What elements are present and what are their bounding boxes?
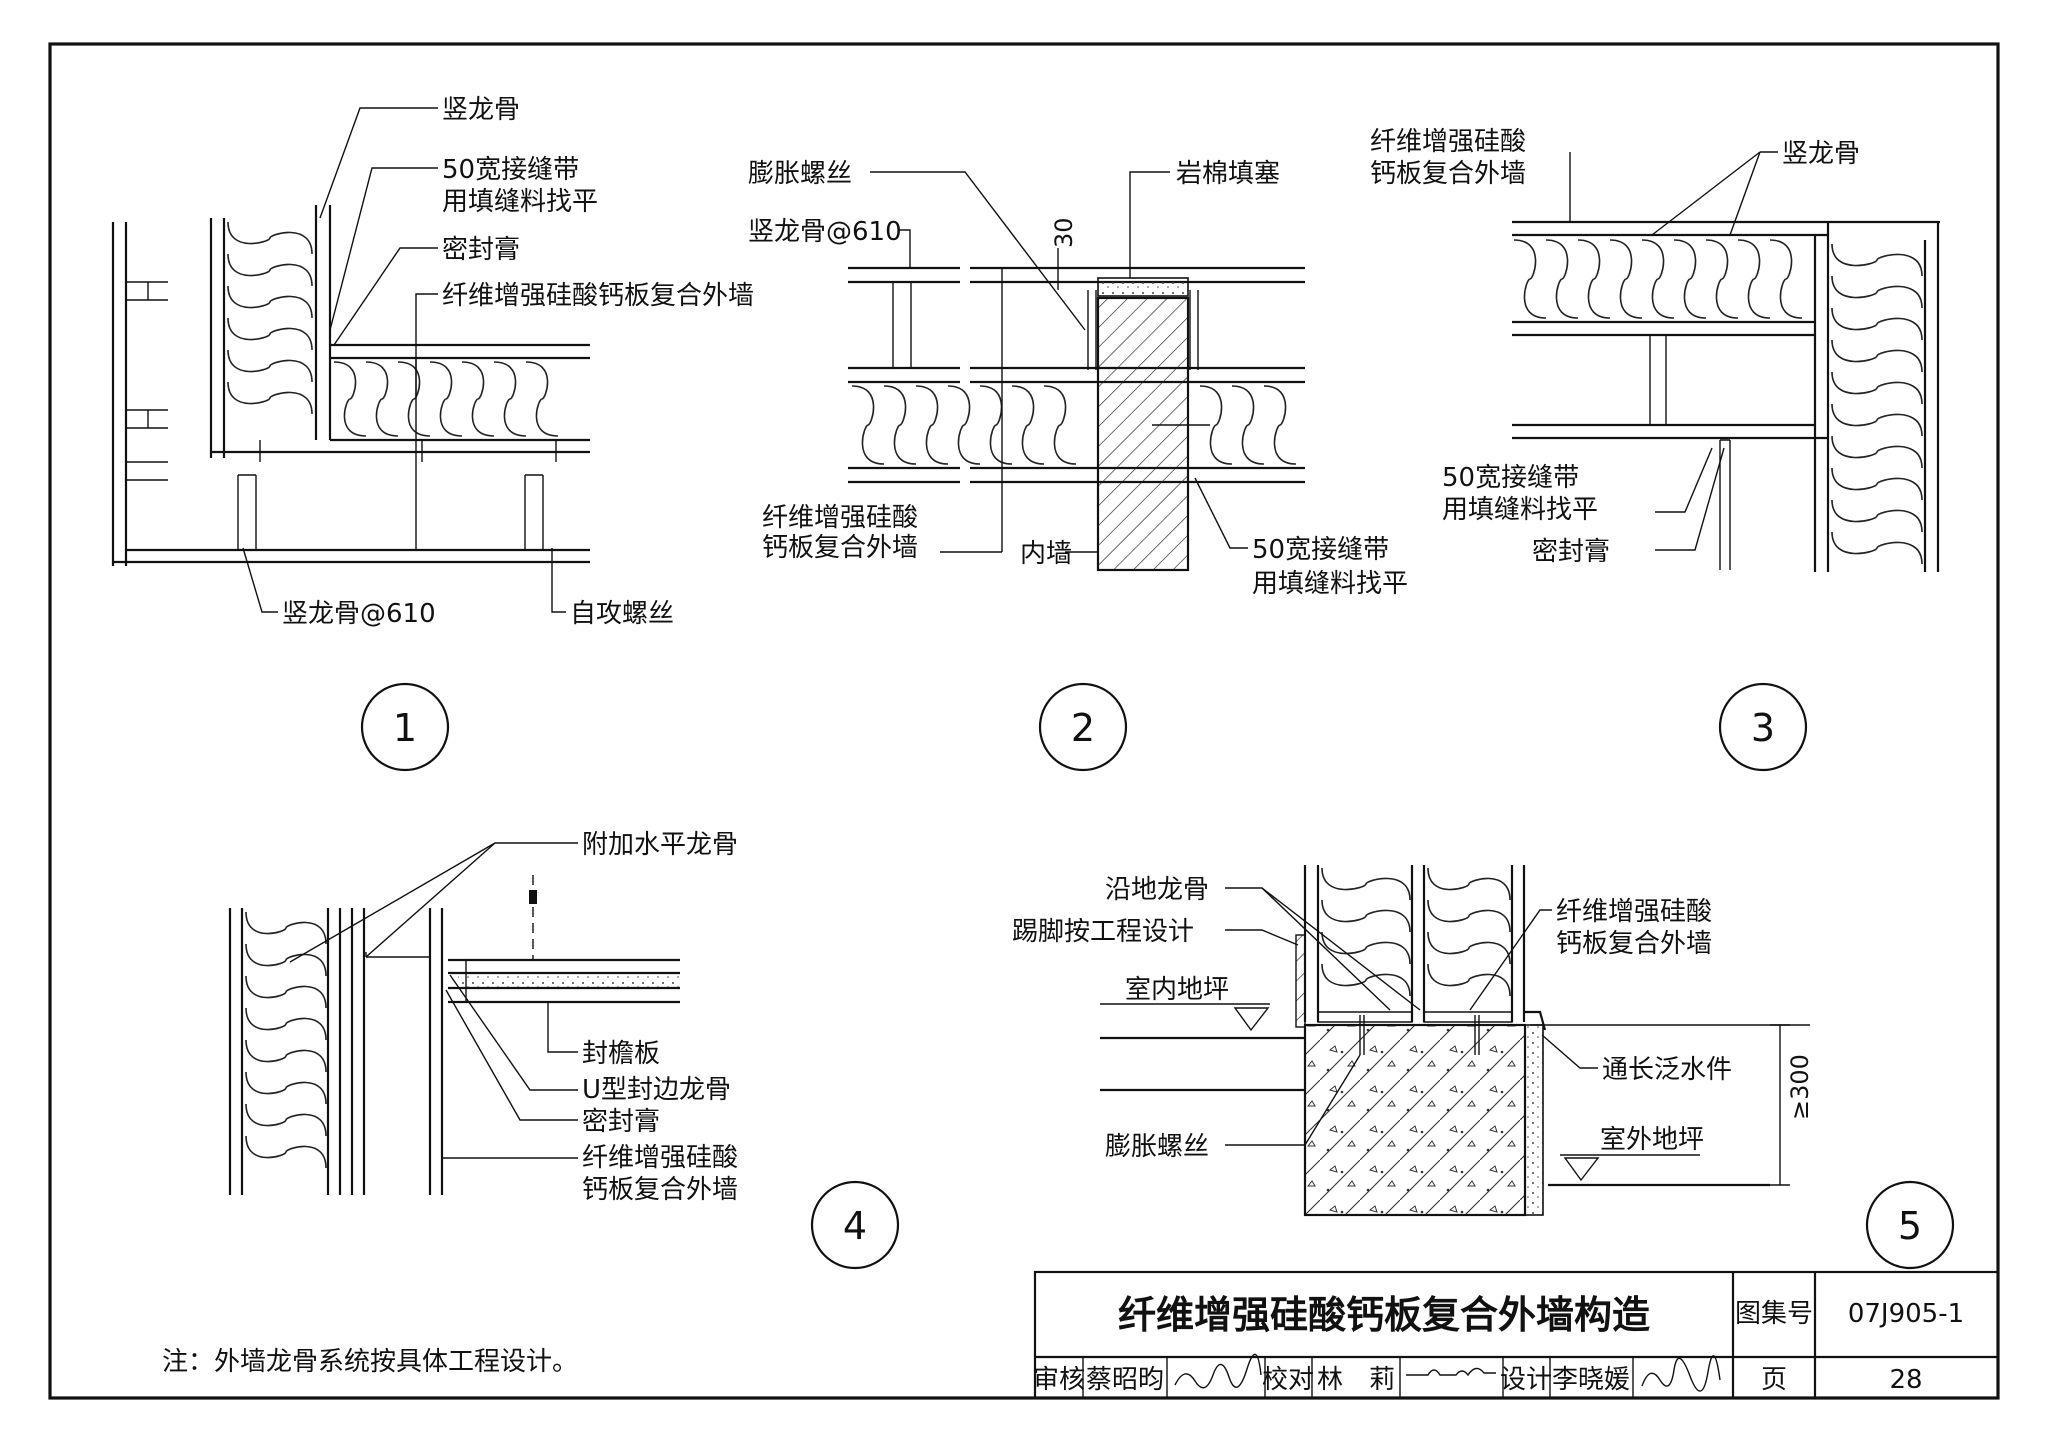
detail-5-label-flashing: 通长泛水件 (1602, 1055, 1732, 1085)
insulation-batt (1199, 385, 1297, 465)
detail-1-vertical-insulation (227, 221, 313, 415)
detail-2-label-dimension-30: 30 (1050, 217, 1078, 248)
detail-5-label-dimension: ≥300 (1786, 1054, 1814, 1120)
page-number: 28 (1889, 1365, 1922, 1395)
detail-1-label-screw: 自攻螺丝 (570, 599, 674, 629)
insulation-batt (1427, 867, 1511, 997)
detail-2: 膨胀螺丝 岩棉填塞 竖龙骨@610 30 纤维增强硅酸 钙板复合外墙 内墙 50… (748, 159, 1408, 772)
detail-2-rock-wool (1097, 277, 1189, 297)
detail-3-vertical-insulation (1831, 243, 1923, 565)
detail-2-label-anchor-bolt: 膨胀螺丝 (748, 159, 852, 189)
detail-1-number-circle (360, 682, 450, 772)
insulation-batt (1831, 243, 1923, 565)
detail-2-number: 2 (1071, 706, 1095, 750)
atlas-number-label: 图集号 (1735, 1299, 1813, 1329)
detail-3-label-wall-1: 纤维增强硅酸 (1370, 127, 1526, 157)
detail-1-label-stud-610: 竖龙骨@610 (282, 599, 436, 629)
detail-3-label-sealant: 密封膏 (1532, 537, 1610, 567)
design-label: 设计 (1500, 1365, 1552, 1395)
insulation-batt (245, 911, 327, 1169)
detail-3-number: 3 (1751, 706, 1775, 750)
page-label: 页 (1761, 1365, 1787, 1395)
detail-4-label-soffit: 封檐板 (582, 1039, 660, 1069)
detail-4-label-add-stud: 附加水平龙骨 (582, 830, 738, 860)
detail-2-label-stud-610: 竖龙骨@610 (748, 217, 902, 247)
check-label: 校对 (1262, 1365, 1314, 1395)
insulation-batt (333, 361, 559, 437)
detail-1: 竖龙骨 50宽接缝带 用填缝料找平 密封膏 纤维增强硅酸钙板复合外墙 竖龙骨@6… (111, 95, 754, 772)
review-label: 审核 (1033, 1365, 1085, 1395)
detail-3-label-tape: 50宽接缝带 (1442, 463, 1579, 493)
detail-2-number-circle (1038, 682, 1128, 772)
detail-2-label-inner-wall: 内墙 (1020, 539, 1072, 569)
detail-5-label-anchor-bolt: 膨胀螺丝 (1105, 1132, 1209, 1162)
reviewer-name: 蔡昭昀 (1086, 1365, 1164, 1395)
detail-5-label-floor-track: 沿地龙骨 (1105, 875, 1209, 905)
detail-2-label-wall-2: 钙板复合外墙 (762, 533, 918, 563)
detail-1-label-sealant: 密封膏 (442, 235, 520, 265)
checker-signature (1406, 1367, 1496, 1377)
detail-5-number: 5 (1898, 1204, 1922, 1248)
detail-1-label-stud: 竖龙骨 (442, 95, 520, 125)
designer-name: 李晓媛 (1552, 1365, 1630, 1395)
detail-4-label-sealant: 密封膏 (582, 1107, 660, 1137)
detail-5-number-circle (1865, 1180, 1955, 1270)
detail-5-label-wall-1: 纤维增强硅酸 (1556, 897, 1712, 927)
detail-2-label-rock-wool: 岩棉填塞 (1176, 159, 1280, 189)
detail-4-label-u-track: U型封边龙骨 (582, 1075, 731, 1105)
detail-3-label-stud: 竖龙骨 (1782, 139, 1860, 169)
insulation-batt (1321, 867, 1411, 997)
detail-2-insulation (851, 385, 1297, 465)
atlas-number: 07J905-1 (1848, 1299, 1964, 1329)
detail-1-number: 1 (393, 706, 417, 750)
detail-4-number: 4 (843, 1204, 867, 1248)
detail-3-label-wall-2: 钙板复合外墙 (1370, 159, 1526, 189)
detail-3-label-filler: 用填缝料找平 (1442, 495, 1598, 525)
detail-2-label-filler: 用填缝料找平 (1252, 569, 1408, 599)
detail-5-label-wall-2: 钙板复合外墙 (1556, 929, 1712, 959)
detail-1-label-filler: 用填缝料找平 (442, 187, 598, 217)
detail-5-label-outdoor-floor: 室外地坪 (1600, 1125, 1704, 1155)
detail-2-label-tape: 50宽接缝带 (1252, 535, 1389, 565)
reviewer-signature (1174, 1353, 1262, 1389)
detail-5-label-skirting: 踢脚按工程设计 (1012, 917, 1194, 947)
detail-4-insulation (245, 911, 327, 1169)
detail-3-horizontal-insulation (1513, 239, 1803, 319)
designer-signature (1641, 1355, 1721, 1392)
checker-name: 林 莉 (1317, 1365, 1395, 1395)
title-block: 纤维增强硅酸钙板复合外墙构造 图集号 07J905-1 审核 蔡昭昀 校对 林 … (1033, 1270, 2000, 1400)
detail-3: 纤维增强硅酸 钙板复合外墙 竖龙骨 50宽接缝带 用填缝料找平 密封膏 3 (1370, 127, 1940, 772)
detail-5-concrete-slab (1303, 1023, 1527, 1217)
insulation-batt (227, 221, 313, 415)
detail-1-horizontal-insulation (333, 361, 559, 437)
drawing-title: 纤维增强硅酸钙板复合外墙构造 (1118, 1293, 1650, 1337)
insulation-batt (851, 385, 1077, 465)
insulation-batt (1513, 239, 1803, 319)
detail-4-label-wall-1: 纤维增强硅酸 (582, 1143, 738, 1173)
detail-4-label-wall-2: 钙板复合外墙 (582, 1175, 738, 1205)
detail-5-insulation (1321, 867, 1511, 997)
sheet-border (48, 42, 2000, 1400)
detail-5-label-indoor-floor: 室内地坪 (1125, 975, 1229, 1005)
detail-4-number-circle (810, 1180, 900, 1270)
detail-1-label-tape: 50宽接缝带 (442, 155, 579, 185)
detail-5: 沿地龙骨 踢脚按工程设计 室内地坪 纤维增强硅酸 钙板复合外墙 通长泛水件 膨胀… (1012, 865, 1955, 1270)
detail-3-number-circle (1718, 682, 1808, 772)
detail-2-inner-wall (1096, 296, 1190, 572)
detail-1-label-wall: 纤维增强硅酸钙板复合外墙 (442, 281, 754, 311)
detail-2-label-wall-1: 纤维增强硅酸 (762, 503, 918, 533)
general-note: 注：外墙龙骨系统按具体工程设计。 (162, 1347, 578, 1377)
detail-4: 附加水平龙骨 封檐板 U型封边龙骨 密封膏 纤维增强硅酸 钙板复合外墙 4 (228, 830, 900, 1270)
